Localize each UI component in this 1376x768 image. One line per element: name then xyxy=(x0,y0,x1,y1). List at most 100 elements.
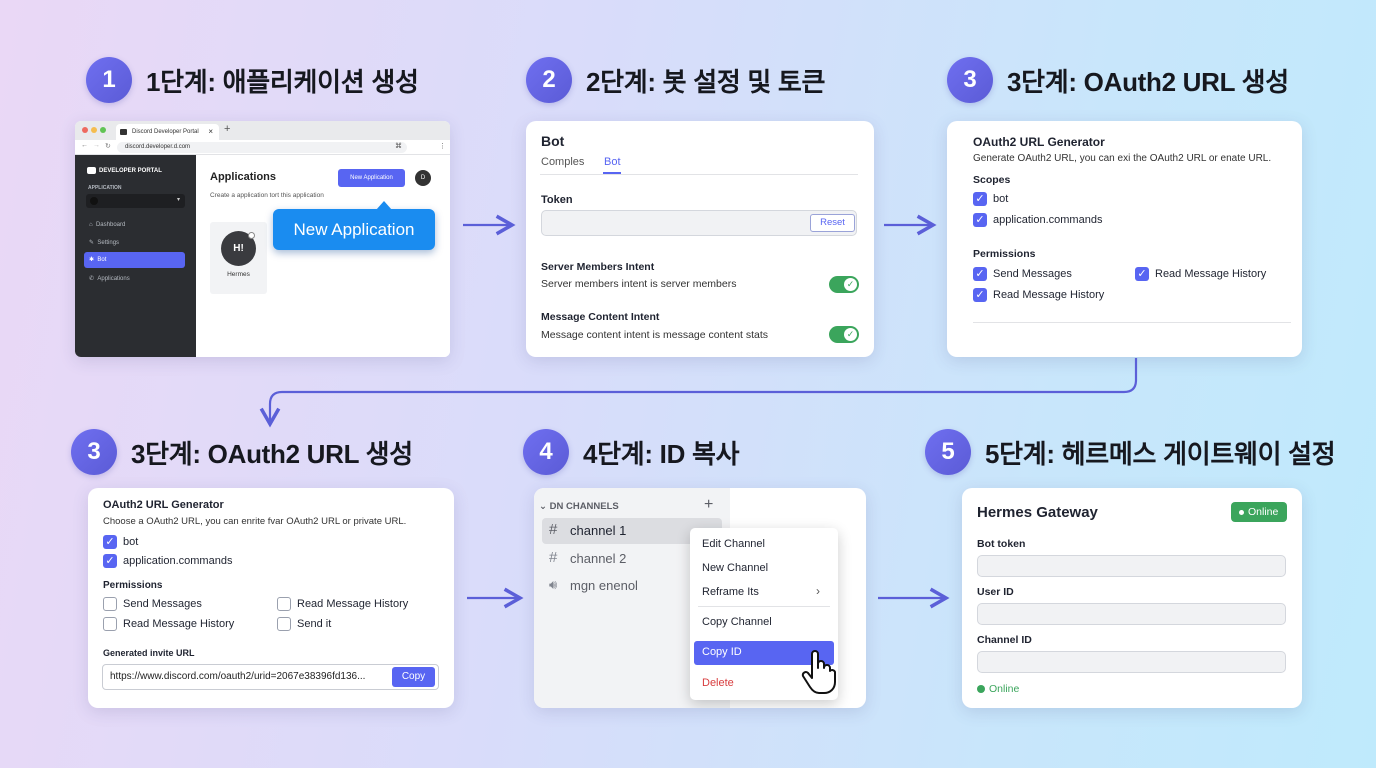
portal-main: Applications Create a application tort t… xyxy=(196,155,450,357)
sidebar-item-bot[interactable]: ✱ Bot xyxy=(84,252,185,268)
puzzle-icon: ✱ xyxy=(89,257,95,263)
chevron-down-icon: ▾ xyxy=(176,197,180,203)
callout-pointer xyxy=(376,201,392,210)
checkbox-label: application.commands xyxy=(123,554,233,567)
step-title: 4단계: ID 복사 xyxy=(583,438,740,469)
perm-read-history-checkbox[interactable]: Read Message History xyxy=(277,597,408,611)
oauth-title: OAuth2 URL Generator xyxy=(973,135,1105,149)
invite-url-field[interactable]: https://www.discord.com/oauth2/urid=2067… xyxy=(102,664,439,690)
permissions-label: Permissions xyxy=(103,580,163,591)
perm-send-messages-checkbox[interactable]: Send Messages xyxy=(103,597,202,611)
bot-token-input[interactable] xyxy=(977,555,1286,577)
step-2-header: 2 2단계: 봇 설정 및 토큰 xyxy=(526,57,825,103)
channel-list-card: ⌄ DN CHANNELS + # channel 1 # channel 2 … xyxy=(534,488,866,708)
hash-icon: # xyxy=(549,521,558,538)
minimize-dot-icon[interactable] xyxy=(91,127,97,133)
browser-menu-icon[interactable]: ⋮ xyxy=(439,143,446,150)
scope-bot-checkbox[interactable]: ✓bot xyxy=(103,535,138,549)
message-content-intent-title: Message Content Intent xyxy=(541,311,660,323)
tab-bot[interactable]: Bot xyxy=(604,156,621,168)
speaker-icon: 🔊︎ xyxy=(549,577,558,592)
reload-icon[interactable]: ↻ xyxy=(105,143,111,150)
server-members-intent-desc: Server members intent is server members xyxy=(541,278,737,290)
menu-item-reframe[interactable]: Reframe Its xyxy=(702,586,759,598)
step-3-header: 3 3단계: OAuth2 URL 생성 xyxy=(947,57,1289,103)
address-bar[interactable]: discord.developer.d.com xyxy=(117,142,407,153)
perm-send-messages-checkbox[interactable]: ✓Send Messages xyxy=(973,267,1072,281)
step-badge: 1 xyxy=(86,57,132,103)
menu-item-edit-channel[interactable]: Edit Channel xyxy=(702,538,765,550)
tab-close-icon[interactable]: × xyxy=(208,127,213,136)
new-tab-icon[interactable]: + xyxy=(224,123,231,135)
user-id-input[interactable] xyxy=(977,603,1286,625)
scopes-label: Scopes xyxy=(973,174,1011,186)
app-name: Hermes xyxy=(227,271,250,278)
page-subtitle: Create a application tort this applicati… xyxy=(210,192,324,199)
extension-icon[interactable]: ⌘ xyxy=(395,143,402,150)
token-label: Token xyxy=(541,194,573,206)
voice-channel-item[interactable]: 🔊︎ mgn enenol xyxy=(542,573,722,599)
portal-sidebar: DEVELOPER PORTAL APPLICATION ▾ ⌂ Dashboa… xyxy=(75,155,196,357)
copy-url-button[interactable]: Copy xyxy=(392,667,435,687)
message-content-intent-toggle[interactable] xyxy=(829,326,859,343)
maximize-dot-icon[interactable] xyxy=(100,127,106,133)
user-id-label: User ID xyxy=(977,586,1014,598)
checkbox-label: Read Message History xyxy=(993,288,1105,301)
scope-bot-checkbox[interactable]: ✓bot xyxy=(973,192,1008,206)
menu-item-copy-channel[interactable]: Copy Channel xyxy=(702,616,772,628)
invite-url-label: Generated invite URL xyxy=(103,648,195,658)
scope-application-commands-checkbox[interactable]: ✓application.commands xyxy=(103,554,232,568)
status-badge: Online xyxy=(1231,502,1287,522)
sidebar-item-label: Dashboard xyxy=(95,222,126,228)
add-channel-icon[interactable]: + xyxy=(704,496,714,513)
divider xyxy=(973,322,1291,323)
step-badge: 5 xyxy=(925,429,971,475)
menu-item-delete[interactable]: Delete xyxy=(702,677,734,689)
forward-icon[interactable]: → xyxy=(93,142,100,149)
scope-application-commands-checkbox[interactable]: ✓application.commands xyxy=(973,213,1102,227)
reset-token-button[interactable]: Reset xyxy=(810,214,855,232)
perm-read-history-checkbox-2[interactable]: Read Message History xyxy=(103,617,234,631)
chevron-down-icon: ⌄ xyxy=(539,501,547,512)
step-title: 2단계: 봇 설정 및 토큰 xyxy=(586,66,826,97)
menu-item-copy-id[interactable]: Copy ID xyxy=(694,641,834,665)
status-text: Online xyxy=(989,683,1020,695)
new-application-button[interactable]: New Application xyxy=(338,169,405,187)
perm-read-history-checkbox[interactable]: ✓Read Message History xyxy=(1135,267,1266,281)
status-text: Online xyxy=(1248,506,1279,518)
back-icon[interactable]: ← xyxy=(81,142,88,149)
oauth-title: OAuth2 URL Generator xyxy=(103,499,224,511)
checkbox-checked-icon: ✓ xyxy=(103,535,117,549)
invite-url-value: https://www.discord.com/oauth2/urid=2067… xyxy=(110,671,366,682)
step-badge: 2 xyxy=(526,57,572,103)
category-header[interactable]: ⌄ DN CHANNELS xyxy=(539,501,619,512)
step-title: 3단계: OAuth2 URL 생성 xyxy=(1007,66,1289,97)
sidebar-item-label: Applications xyxy=(97,276,130,282)
server-members-intent-toggle[interactable] xyxy=(829,276,859,293)
checkbox-label: bot xyxy=(993,192,1009,205)
tab-comples[interactable]: Comples xyxy=(541,156,585,168)
perm-send-it-checkbox[interactable]: Send it xyxy=(277,617,331,631)
perm-read-history-checkbox-2[interactable]: ✓Read Message History xyxy=(973,288,1104,302)
sidebar-item-label: Settings xyxy=(97,240,120,246)
channel-item[interactable]: # channel 2 xyxy=(542,546,722,572)
menu-item-new-channel[interactable]: New Channel xyxy=(702,562,769,574)
checkbox-checked-icon: ✓ xyxy=(973,213,987,227)
message-content-intent-desc: Message content intent is message conten… xyxy=(541,329,769,341)
token-field[interactable] xyxy=(541,210,857,236)
sidebar-item-dashboard[interactable]: ⌂ Dashboard xyxy=(84,218,185,232)
channel-name: channel 1 xyxy=(570,523,627,538)
avatar[interactable]: D xyxy=(415,170,431,186)
channel-id-label: Channel ID xyxy=(977,634,1032,646)
sidebar-item-settings[interactable]: ✎ Settings xyxy=(84,236,185,250)
browser-tab[interactable]: Discord Developer Portal × xyxy=(116,124,219,140)
step-title: 3단계: OAuth2 URL 생성 xyxy=(131,438,413,469)
channel-id-input[interactable] xyxy=(977,651,1286,673)
active-tab-indicator xyxy=(603,172,621,174)
close-dot-icon[interactable] xyxy=(82,127,88,133)
application-select[interactable]: ▾ xyxy=(86,194,185,208)
app-tile-hermes[interactable]: H! Hermes xyxy=(210,222,267,294)
menu-item-label: Copy ID xyxy=(702,646,742,658)
bot-settings-card: Bot Comples Bot Token Reset Server Membe… xyxy=(526,121,874,357)
sidebar-item-applications[interactable]: ✆ Applications xyxy=(84,272,185,286)
